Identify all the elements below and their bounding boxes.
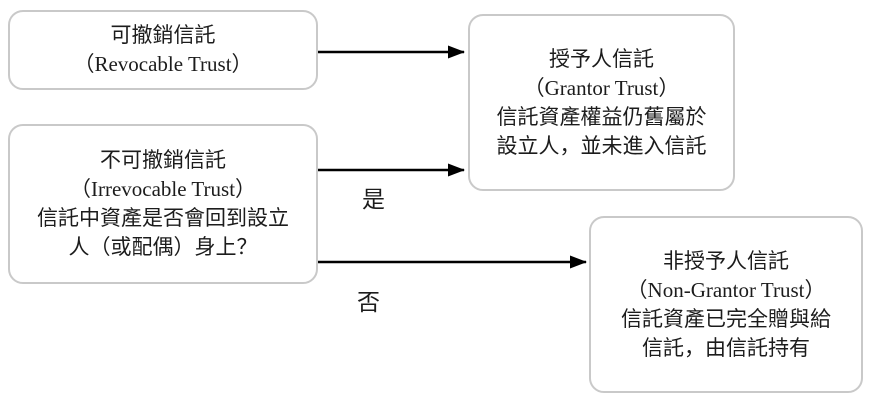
box-nongrantor-subtitle: （Non-Grantor Trust） (626, 277, 826, 302)
box-grantor-desc-line1: 信託資產權益仍舊屬於 (496, 104, 707, 129)
box-irrevocable-title: 不可撤銷信託 (100, 148, 226, 172)
box-revocable-trust: 可撤銷信託 （Revocable Trust） (8, 10, 318, 90)
box-grantor-title: 授予人信託 (549, 46, 654, 71)
box-grantor-trust: 授予人信託 （Grantor Trust） 信託資產權益仍舊屬於 設立人，並未進… (468, 14, 735, 191)
box-nongrantor-title: 非授予人信託 (663, 248, 789, 273)
box-revocable-title: 可撤銷信託 (110, 23, 216, 47)
box-irrevocable-subtitle: （Irrevocable Trust） (69, 177, 257, 201)
edge-label-yes: 是 (362, 187, 385, 212)
box-irrevocable-question-line1: 信託中資產是否會回到設立 (37, 206, 289, 230)
box-irrevocable-trust: 不可撤銷信託 （Irrevocable Trust） 信託中資產是否會回到設立 … (8, 124, 318, 284)
box-grantor-desc-line2: 設立人，並未進入信託 (496, 133, 707, 158)
box-nongrantor-desc-line1: 信託資產已完全贈與給 (621, 306, 831, 331)
box-grantor-subtitle: （Grantor Trust） (523, 75, 680, 100)
box-non-grantor-trust: 非授予人信託 （Non-Grantor Trust） 信託資產已完全贈與給 信託… (589, 216, 863, 393)
box-nongrantor-desc-line2: 信託，由信託持有 (642, 335, 810, 360)
box-revocable-subtitle: （Revocable Trust） (73, 52, 253, 76)
edge-label-no: 否 (357, 290, 380, 315)
box-irrevocable-question-line2: 人（或配偶）身上？ (68, 235, 258, 259)
